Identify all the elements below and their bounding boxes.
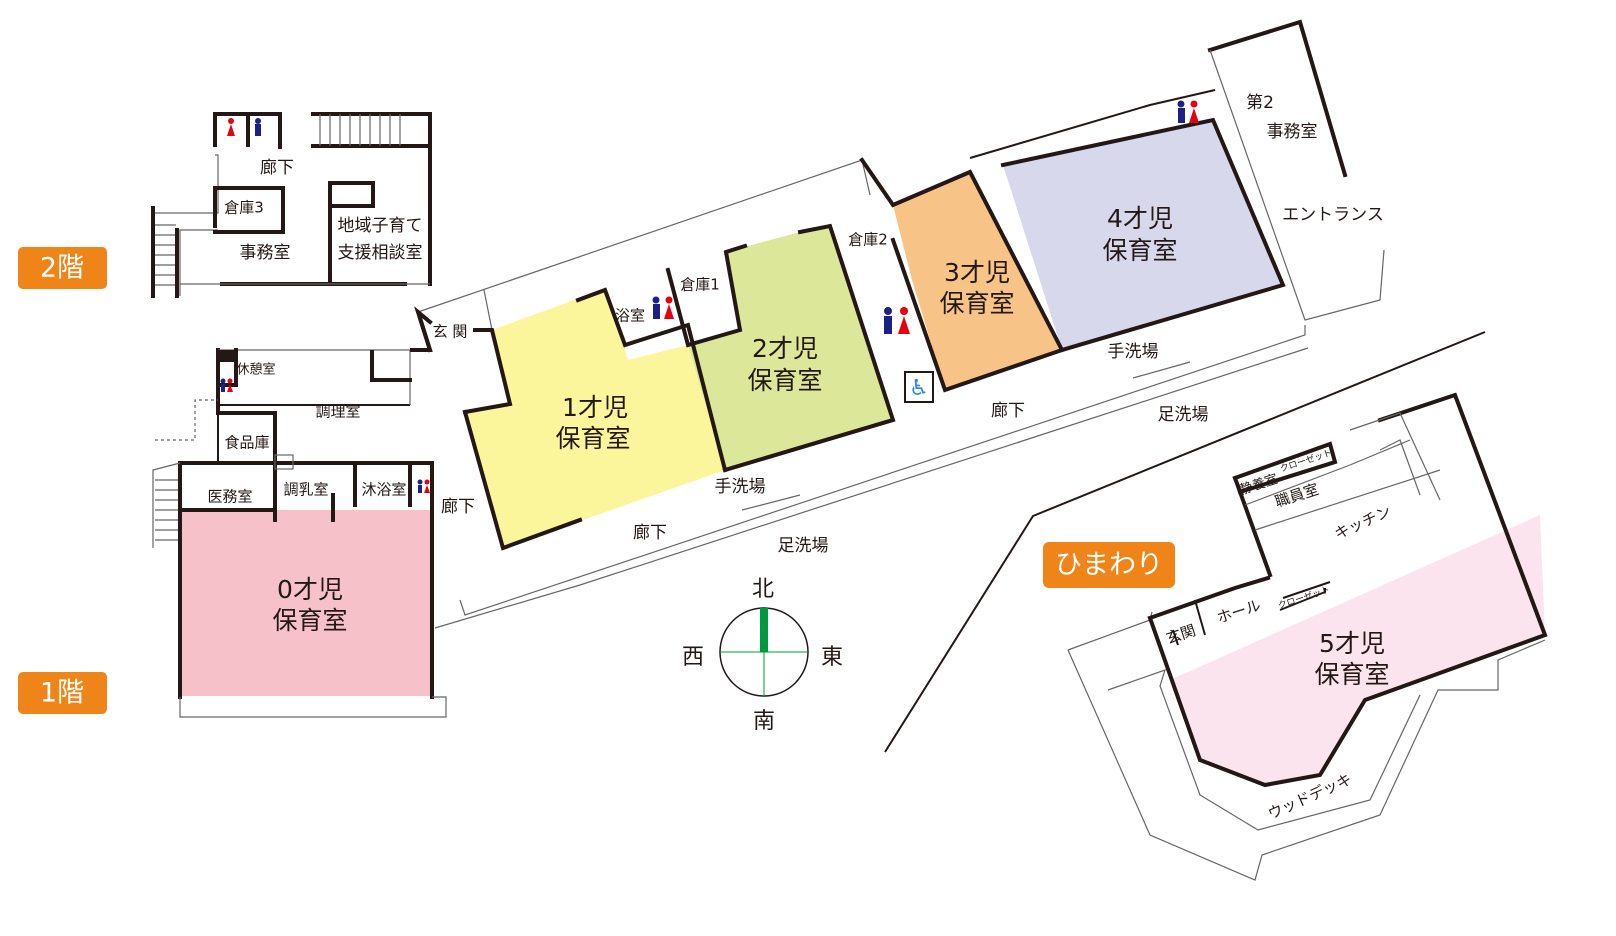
restroom-icon-north bbox=[1177, 100, 1199, 123]
label-room2-sub: 保育室 bbox=[747, 366, 822, 395]
annex-label: ひまわり bbox=[1055, 550, 1163, 581]
compass: 北 西 東 南 bbox=[682, 577, 843, 734]
floor-badge-1f: 1階 bbox=[18, 672, 107, 714]
label-room0-title: 0才児 bbox=[277, 575, 343, 604]
label-kitchen: 調理室 bbox=[315, 403, 360, 421]
label-room1-title: 1才児 bbox=[562, 393, 628, 422]
restroom-icon-bath-area bbox=[652, 296, 674, 319]
label-storage2: 倉庫2 bbox=[848, 231, 888, 249]
compass-west: 西 bbox=[682, 645, 704, 670]
label-corridor-south: 廊下 bbox=[633, 523, 667, 543]
room-1yr bbox=[465, 290, 725, 548]
compass-north: 北 bbox=[752, 577, 774, 602]
female-toilet-icon bbox=[227, 118, 235, 136]
first-floor-plan: ♿ 休憩室 調理室 食品庫 医務室 調乳室 沐浴室 廊下 0才児 保育室 玄 関… bbox=[152, 19, 1385, 718]
label-pantry: 食品庫 bbox=[224, 434, 269, 452]
north-arrow bbox=[760, 608, 768, 652]
label-medical-room: 医務室 bbox=[207, 488, 252, 506]
label-bath: 浴室 bbox=[615, 307, 645, 325]
label-office2-sub: 事務室 bbox=[1267, 122, 1318, 142]
label-entrance: 玄 関 bbox=[433, 323, 468, 341]
label-support-room-1: 地域子育て bbox=[338, 216, 423, 236]
label-office2-title: 第2 bbox=[1246, 93, 1274, 113]
restroom-icon-1f-west bbox=[220, 378, 233, 392]
label-room5-title: 5才児 bbox=[1319, 629, 1385, 658]
room-0yr bbox=[180, 510, 432, 696]
accessible-toilet bbox=[904, 371, 934, 403]
compass-east: 東 bbox=[821, 645, 843, 670]
wheelchair-icon: ♿ bbox=[909, 376, 929, 401]
label-handwash-west: 手洗場 bbox=[715, 477, 766, 497]
annex-badge: ひまわり bbox=[1043, 542, 1175, 588]
label-corridor-west: 廊下 bbox=[441, 497, 475, 517]
label-corridor-east: 廊下 bbox=[991, 401, 1025, 421]
label-corridor-2f: 廊下 bbox=[260, 158, 294, 178]
label-handwash-east: 手洗場 bbox=[1108, 342, 1159, 362]
label-room2-title: 2才児 bbox=[752, 334, 818, 363]
room-3yr bbox=[893, 172, 1062, 390]
site-divider bbox=[884, 331, 1486, 753]
floor-badge-2f: 2階 bbox=[18, 247, 107, 289]
label-footwash-east: 足洗場 bbox=[1158, 405, 1209, 425]
label-storage1: 倉庫1 bbox=[680, 276, 720, 294]
label-office: 事務室 bbox=[240, 243, 291, 263]
restroom-icon-bath bbox=[417, 479, 430, 493]
label-room5-sub: 保育室 bbox=[1314, 660, 1389, 689]
restroom-icon-center bbox=[884, 307, 910, 334]
second-floor-plan: 廊下 倉庫3 事務室 地域子育て 支援相談室 bbox=[151, 112, 432, 298]
label-storage3: 倉庫3 bbox=[224, 199, 264, 217]
floor-label-1f: 1階 bbox=[40, 678, 84, 709]
annex-plan: 静養室 クローゼット 職員室 キッチン 玄関 ホール クローゼット 5才児 保育… bbox=[1067, 392, 1548, 881]
label-baby-bath: 沐浴室 bbox=[361, 481, 406, 499]
label-room3-title: 3才児 bbox=[944, 258, 1010, 287]
compass-south: 南 bbox=[753, 709, 775, 734]
label-room0-sub: 保育室 bbox=[272, 606, 347, 635]
male-toilet-icon bbox=[255, 118, 261, 136]
label-annex-kitchen: キッチン bbox=[1332, 502, 1394, 543]
room-2yr bbox=[688, 226, 893, 470]
label-rest-room: 休憩室 bbox=[236, 362, 275, 378]
room-4yr bbox=[1003, 120, 1283, 350]
label-formula-room: 調乳室 bbox=[283, 481, 328, 499]
floor-label-2f: 2階 bbox=[40, 253, 84, 284]
label-room4-title: 4才児 bbox=[1107, 204, 1173, 233]
label-footwash-west: 足洗場 bbox=[778, 536, 829, 556]
label-room3-sub: 保育室 bbox=[939, 289, 1014, 318]
label-annex-entrance: 玄関 bbox=[1164, 621, 1198, 647]
room-5yr bbox=[1170, 515, 1545, 785]
label-main-entrance: エントランス bbox=[1282, 205, 1384, 225]
label-room1-sub: 保育室 bbox=[555, 424, 630, 453]
label-hall: ホール bbox=[1215, 596, 1263, 627]
label-support-room-2: 支援相談室 bbox=[338, 243, 423, 263]
label-room4-sub: 保育室 bbox=[1102, 236, 1177, 265]
